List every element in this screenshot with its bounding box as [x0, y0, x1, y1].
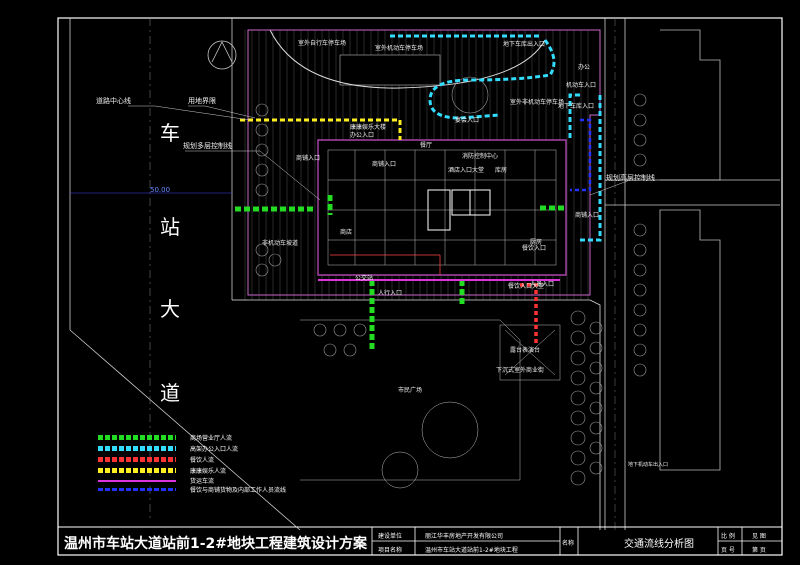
scale-label: 比 例 [721, 533, 735, 540]
label-underground-entrance: 地下车库入口 [558, 103, 595, 110]
label-staff-entry: 人员入口 [530, 281, 555, 288]
label-right-note: 室外非机动车停车场 [510, 99, 565, 106]
legend-label: 高架办公入口人流 [190, 446, 239, 453]
label-kitchen: 厨房 [530, 239, 543, 246]
legend-label: 商场营业厅人流 [190, 435, 233, 442]
name-label: 名称 [562, 540, 575, 547]
label-bus-station: 公交站 [355, 275, 374, 282]
page-value: 第 页 [752, 547, 766, 554]
legend-swatch [98, 488, 176, 491]
label-parking-note: 地下机动车出入口 [628, 462, 669, 468]
label-pedestrian-entry: 人行入口 [378, 290, 403, 297]
label-plaza: 市民广场 [398, 387, 423, 394]
label-hotel-lobby: 酒店入口大堂 [448, 167, 485, 174]
label-underground-exit: 地下车库出入口 [503, 41, 546, 48]
legend-swatch [98, 468, 176, 473]
elevation-marker: 50.00 [150, 186, 171, 194]
legend-swatch [98, 446, 176, 451]
project-label: 项目名称 [378, 547, 403, 554]
label-lobby-west: 商铺入口 [372, 161, 397, 168]
label-banquet-entry: 宴会入口 [455, 117, 480, 124]
callout-setback-line: 规划多层控制线 [183, 142, 232, 150]
label-nonmotor-parking: 室外自行车停车场 [298, 40, 347, 47]
label-bike-ramp: 非机动车坡道 [262, 240, 299, 247]
client-label: 建设单位 [378, 533, 403, 540]
legend-label: 餐饮与商铺货物及内部工作人员流线 [190, 487, 287, 494]
label-shop-entry: 商铺入口 [296, 155, 321, 162]
road-name-char: 道 [160, 381, 180, 405]
project-title: 温州市车站大道站前1-2#地块工程建筑设计方案 [64, 536, 368, 552]
label-restaurant: 餐厅 [420, 142, 433, 149]
drawing-name: 交通流线分析图 [624, 539, 694, 550]
legend-label: 康康娱乐人流 [190, 468, 227, 475]
callout-land-boundary: 用地界限 [188, 97, 216, 105]
road-name-char: 站 [160, 215, 180, 239]
callout-road-center: 道路中心线 [96, 97, 131, 105]
page-label: 页 号 [721, 547, 735, 554]
legend-swatch [98, 457, 176, 462]
label-shops: 商店 [340, 229, 353, 236]
label-outdoor-stage: 露台表演台 [510, 347, 541, 354]
label-building-2: 办公入口 [350, 132, 375, 139]
scale-value: 见 图 [752, 533, 766, 540]
legend-label: 餐饮人流 [190, 457, 215, 464]
legend-swatch [98, 435, 176, 440]
label-building-1: 康康娱乐大楼 [350, 124, 387, 131]
label-shop-entrance-east: 商铺入口 [575, 212, 600, 219]
label-fire-control: 消防控制中心 [462, 153, 499, 160]
legend-swatch [98, 480, 176, 482]
road-name-char: 大 [160, 297, 180, 321]
project-value: 温州市车站大道站前1-2#地块工程 [425, 547, 518, 554]
label-motor-parking: 室外机动车停车场 [375, 45, 424, 52]
label-storage: 库房 [495, 167, 508, 174]
label-office: 办公 [578, 64, 591, 71]
label-dining-entry: 餐饮入口 [522, 245, 547, 252]
label-sunken-street: 下沉式室外商业街 [496, 367, 545, 374]
road-name-char: 车 [160, 121, 180, 145]
legend-label: 货运车流 [190, 478, 215, 485]
callout-setback-line-right: 规划高层控制线 [606, 174, 655, 182]
client-value: 丽江华丰房地产开发有限公司 [425, 533, 504, 540]
label-dining-lobby: 餐饮入口大堂 [508, 283, 545, 290]
label-entrance-a: 机动车入口 [566, 82, 597, 89]
